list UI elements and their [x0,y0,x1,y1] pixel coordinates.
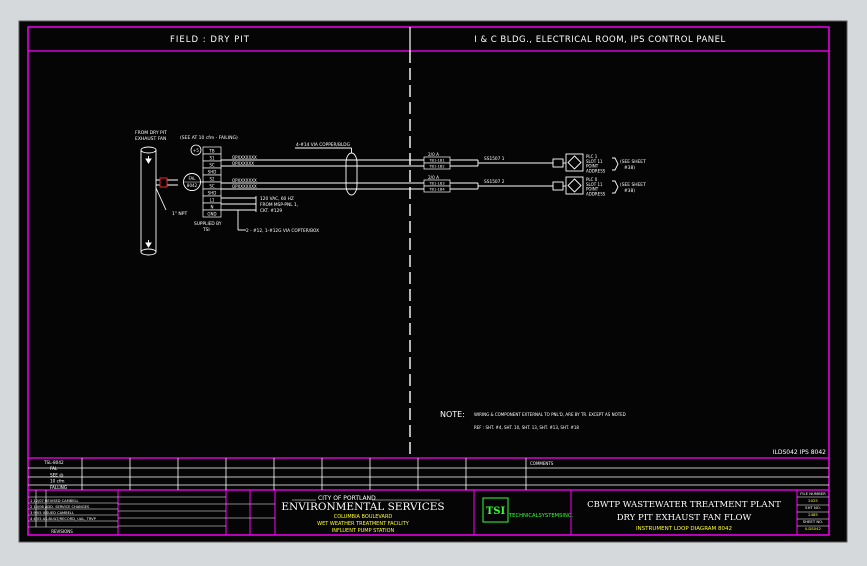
panel-title: I & C BLDG., ELECTRICAL ROOM, IPS CONTRO… [474,35,726,45]
instrument-box-line: SEE @ [50,472,63,477]
wire-label: OPXXXXXXX [232,178,257,183]
subject-title: DRY PIT EXHAUST FAN FLOW [617,513,752,523]
sheet-border [27,26,830,536]
company-logo [482,497,509,523]
wire-top-label: 2/0 A [428,152,439,157]
terminal-label: SC [209,183,215,188]
transmitter-label-2: 8042 [187,183,198,188]
signal-2-label: SS1507 2 [484,179,505,185]
title-block-frame [117,490,798,535]
note-label: NOTE: [440,410,465,419]
sheet-number-line: SHT NO. [805,505,821,510]
see-sheet-2-line: (SEE SHEET [620,182,646,188]
plc-2-line: SLOT 11 [586,182,603,187]
sheet-number-line: 2485 [808,512,818,517]
revision-row: 4 4/05 AS-BUILT/RECORD, UAL, TRVP [30,517,97,521]
sheet-number-line: SHEET NO. [803,519,823,524]
terminal-label: S1 [209,155,215,160]
terminal-label: SHD [208,169,217,174]
terminal-label: TB [208,148,214,153]
revision-row: 2 10/06 ADD. SERVICE CHANGES [30,505,90,509]
plant-title: CBWTP WASTEWATER TREATMENT PLANT [587,500,781,510]
power-label-3: CKT. #129 [260,208,282,214]
revisions-title: REVISIONS [51,529,73,534]
see-sheet-1-line: (SEE SHEET [620,159,646,165]
terminal-label: S2 [209,176,215,181]
from-label-2: EXHAUST FAN [135,136,166,142]
field-title: FIELD : DRY PIT [170,35,250,45]
panel-terminal-label: TB1-1B4 [428,188,445,192]
revision-rows: 1 12/07 REVISED CAMBELL 2 10/06 ADD. SERV… [30,499,97,521]
instrument-box-line: 10 cfm [50,479,65,484]
instrument-box-line: TSL-8042 [43,460,64,465]
plc-1-line: POINT [586,164,599,169]
terminal-label: GND [207,211,216,216]
panel-terminal-label: TB1-1B1 [428,159,444,163]
terminal-label: L1 [210,197,215,202]
wire-label: OPXXXXXX [232,161,254,166]
facility-label: WET WEATHER TREATMENT FACILITY [317,521,410,527]
panel-terminal-label: TB1-1B3 [428,182,444,186]
station-label: INFLUENT PUMP STATION [332,528,395,534]
from-label-1: FROM DRY PIT [135,130,167,136]
see-sheet-1-line: #38) [624,165,635,171]
terminal-label: SHD [208,190,217,195]
signal-1-label: SS1507 1 [484,156,505,162]
see-sheet-2-line: #38) [624,188,635,194]
cable-top-label: 4-#14 VIA COPPER/BLDG [296,142,350,148]
circle-marker-label: +5 [193,148,199,153]
note-line-2: REF : SHT. #4, SHT. 10, SHT. 13, SHT. #1… [474,425,579,430]
exhaust-duct [140,146,178,256]
instrument-box-line: FALLING [50,485,67,490]
sheet-number-line: FILE NUMBER [800,491,826,496]
panel-terminal-label: TB1-1B2 [428,165,444,169]
terminal-label: SC [209,162,215,167]
range-label: (SEE AT 10 cfm - FAILING) [180,135,238,141]
sheet-number-line: ILDS042 [805,526,821,531]
plc-1-line: SLOT 11 [586,159,603,164]
terminal-cell [202,209,222,218]
wire-bot-label: 2/0 A [428,175,439,180]
schedule-grid [28,457,829,491]
wire-label: OPXXXXXXX [232,155,257,160]
field-wiring [221,147,424,231]
revision-row: 3 9/05 ISSUED CAMBELL [30,511,74,515]
transmitter-label-1: FAL [189,176,197,181]
department-name: ENVIRONMENTAL SERVICES [281,501,444,513]
diagram-title: INSTRUMENT LOOP DIAGRAM 8042 [636,526,732,532]
panel-wiring [450,153,619,195]
wire-label: OPXXXXXXX [232,184,257,189]
instrument-box-line: FAL [50,466,58,471]
supplied-label-1: SUPPLIED BY [194,221,222,227]
terminal-label: N [211,204,214,209]
note-line-1: WIRING & COMPONENT EXTERNAL TO PNL'D, AR… [474,412,626,417]
supplied-label-2: TSI [202,227,210,233]
npt-label: 1" NPT [172,211,187,217]
city-label: CITY OF PORTLAND [318,495,376,502]
plc-2-line: PLC 0 [586,177,598,182]
plc-1-line: PLC 1 [586,154,598,159]
loop-reference: ILDS042 IPS 8042 [773,449,826,456]
circle-marker [190,144,202,156]
revision-row: 1 12/07 REVISED CAMBELL [30,499,78,503]
plc-2-line: POINT [586,187,599,192]
company-mark: TSI [486,506,506,517]
company-name: TECHNICALSYSTEMSINC. [508,513,573,519]
comments-label: COMMENTS [530,461,554,466]
plc-1-line: ADDRESS [586,168,606,173]
cable-bottom-label: 2 - #12, 1-#12G VIA COPTER/BOX [246,228,319,234]
power-label-1: 120 VAC, 60 HZ [260,196,294,202]
boulevard-label: COLUMBIA BOULEVARD [334,514,393,520]
revision-grid [28,490,829,528]
sheet-number-line: 2025 [808,498,818,503]
power-label-2: FROM MSP-PNL 1, [260,202,298,208]
plc-2-line: ADDRESS [586,191,606,196]
